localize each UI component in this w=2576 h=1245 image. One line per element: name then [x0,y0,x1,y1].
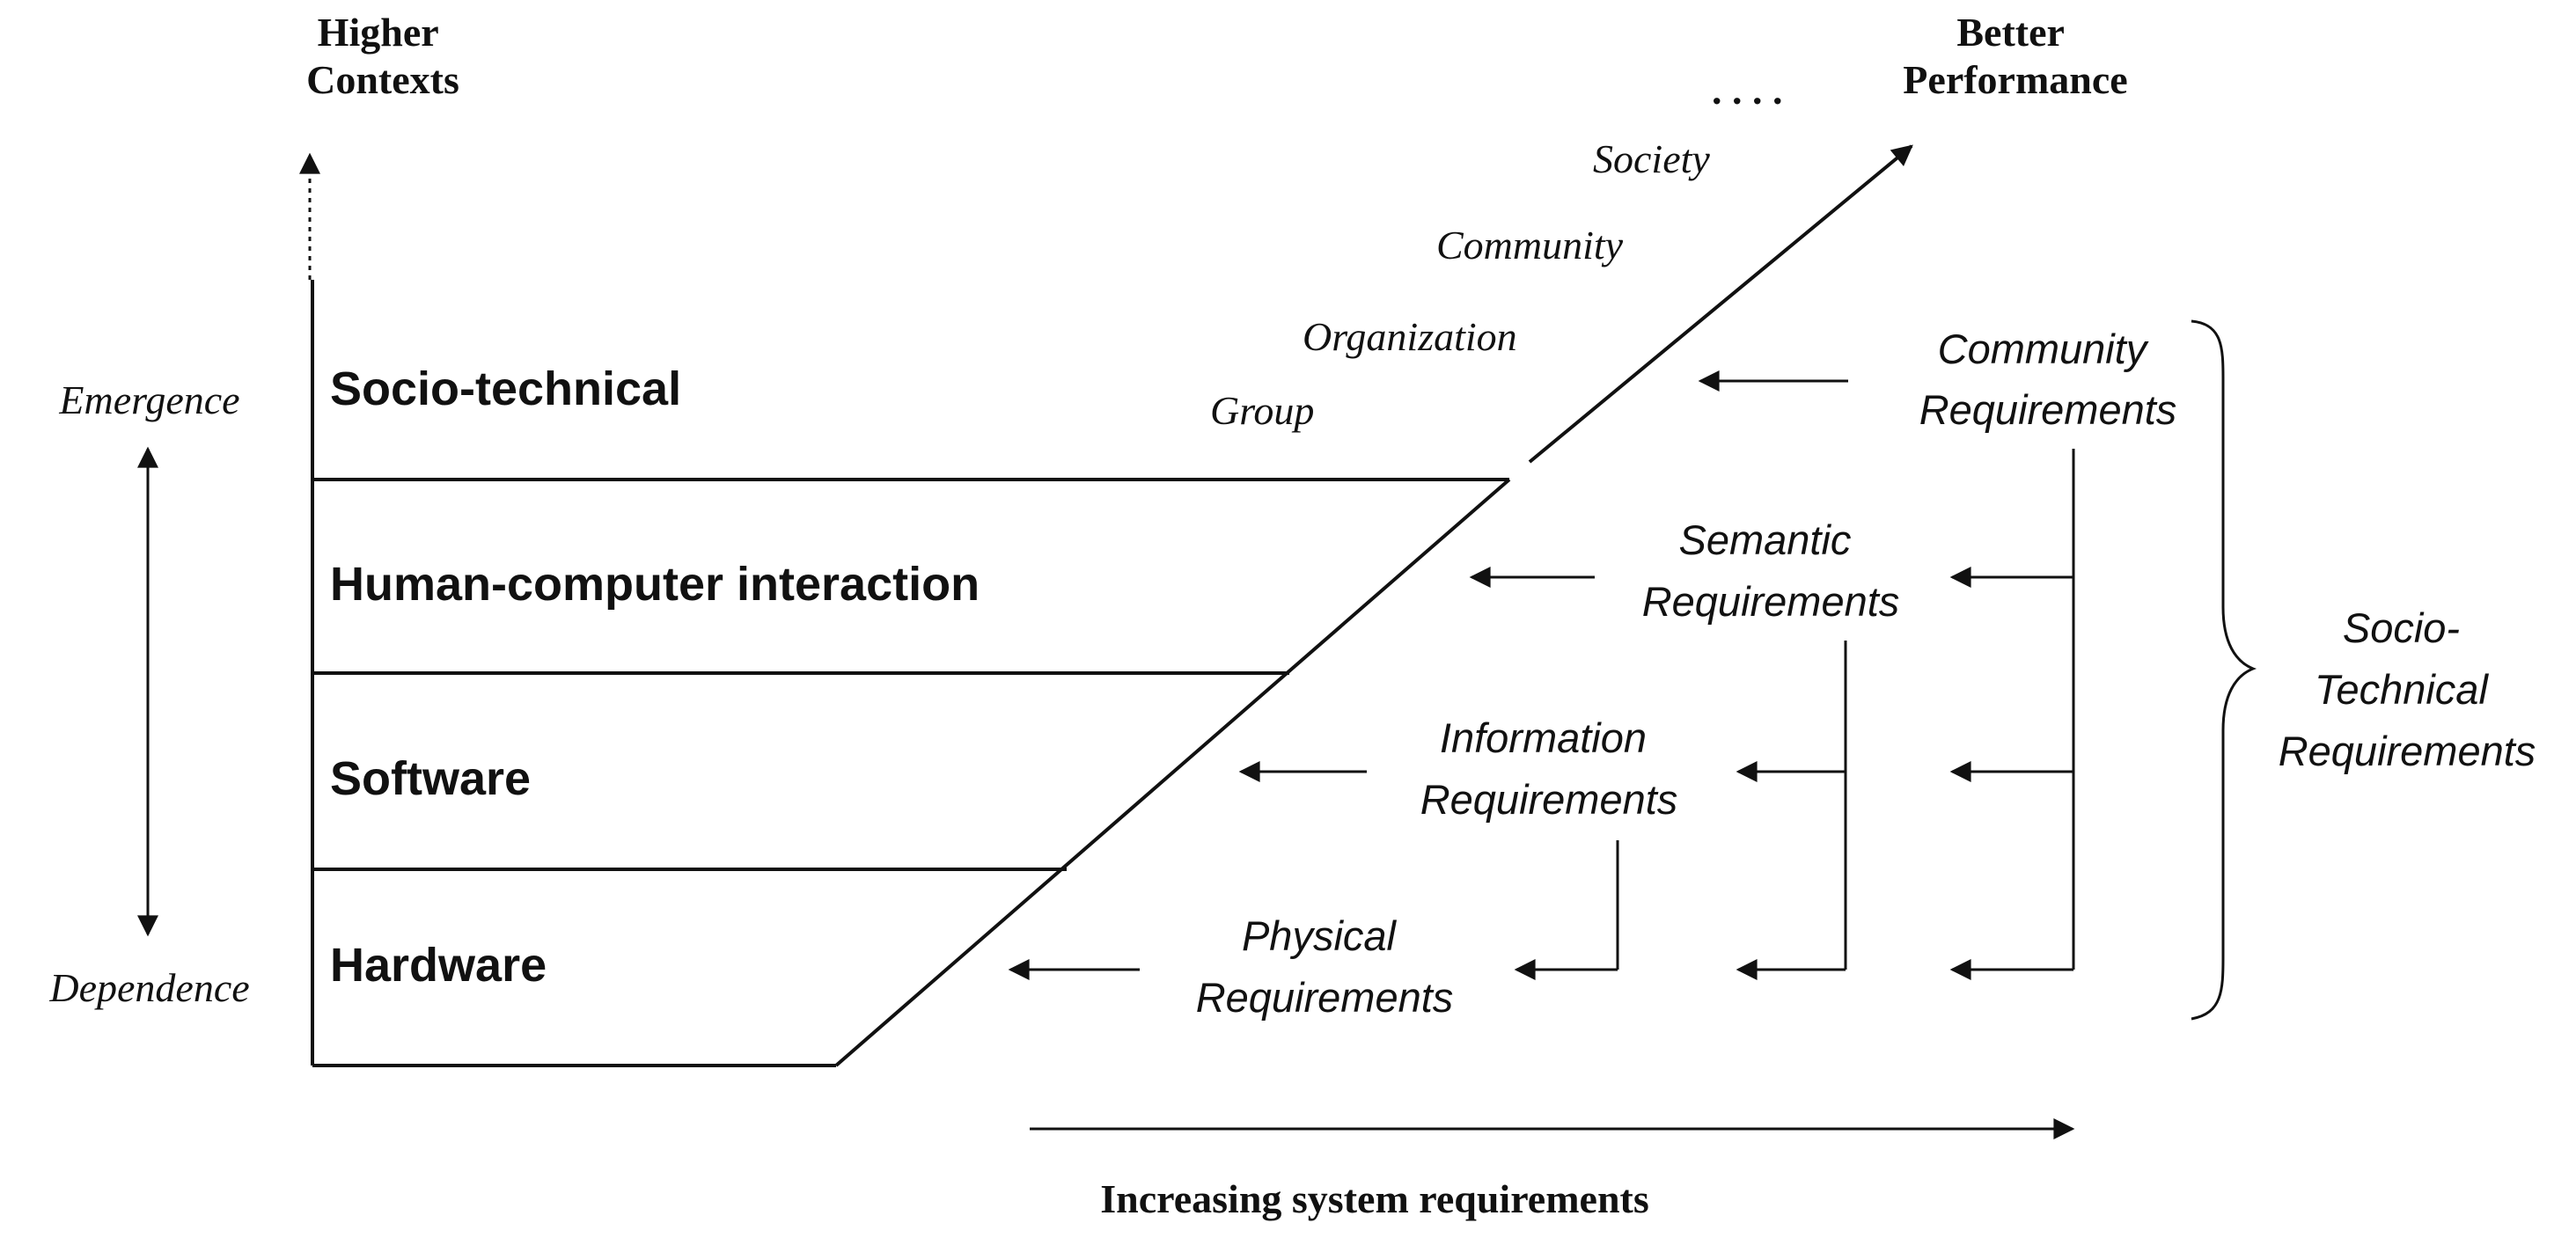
layer-label-socio-technical: Socio-technical [330,363,681,415]
better-performance-ellipsis: . . . . [1712,68,1783,113]
information-requirements-line-2: Requirements [1420,776,1678,823]
emergence-label: Emergence [58,377,239,422]
semantic-requirements-line-1: Semantic [1679,516,1852,563]
layer-label-hardware: Hardware [330,939,547,992]
dependence-label: Dependence [48,965,249,1010]
socio-technical-requirements-line-3: Requirements [2279,728,2536,774]
better-performance-label: Better Performance [1903,10,2127,102]
community-requirements-line-2: Requirements [1919,386,2177,433]
diagonal-performance-line-lower [834,478,1511,1067]
layer-label-hci: Human-computer interaction [330,558,980,611]
context-organization-label: Organization [1303,314,1517,359]
semantic-requirements-label: Semantic Requirements [1642,516,1900,625]
higher-contexts-line-2: Contexts [306,57,459,102]
increasing-requirements-label: Increasing system requirements [1100,1176,1649,1221]
better-performance-line-2: Performance [1903,57,2127,102]
information-requirements-line-1: Information [1440,714,1647,761]
context-society-label: Society [1593,136,1710,181]
socio-technical-requirements-label: Socio- Technical Requirements [2279,604,2536,774]
physical-requirements-line-1: Physical [1242,912,1398,959]
physical-requirements-line-2: Requirements [1196,974,1454,1021]
community-requirements-label: Community Requirements [1919,326,2177,433]
higher-contexts-line-1: Higher [318,10,439,55]
socio-technical-brace [2191,319,2257,1021]
physical-requirements-label: Physical Requirements [1196,912,1454,1021]
layer-label-software: Software [330,752,531,805]
community-requirements-line-1: Community [1938,326,2149,372]
better-performance-line-1: Better [1956,10,2064,55]
context-community-label: Community [1436,223,1624,267]
higher-contexts-label: Higher Contexts [306,10,459,102]
diagonal-performance-line-upper [1528,144,1913,464]
socio-technical-requirements-line-2: Technical [2315,666,2489,713]
context-group-label: Group [1210,388,1314,433]
socio-technical-requirements-line-1: Socio- [2343,604,2460,651]
semantic-requirements-line-2: Requirements [1642,578,1900,625]
information-requirements-label: Information Requirements [1420,714,1678,823]
